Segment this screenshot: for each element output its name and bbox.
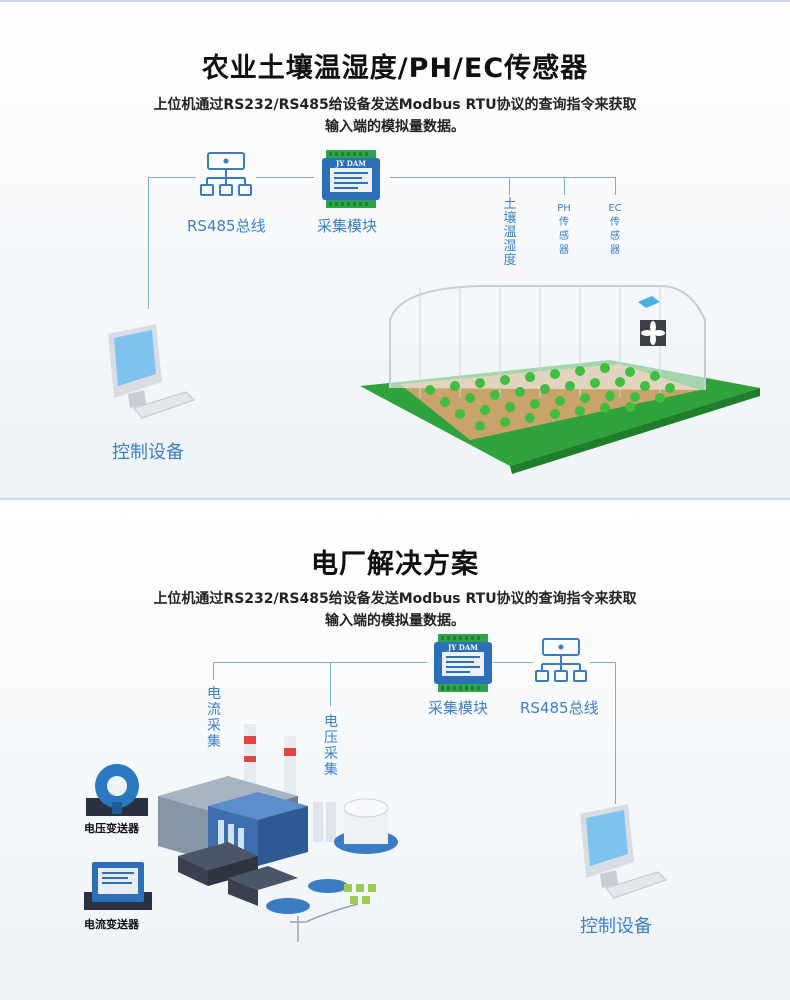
greenhouse-illustration [360, 285, 760, 474]
description-line-1: 上位机通过RS232/RS485给设备发送Modbus RTU协议的查询指令来获… [153, 97, 637, 113]
voltage-collect-label: 电压采集 [324, 714, 338, 778]
network-icon [535, 638, 587, 682]
module-brand: JY DAM [447, 643, 478, 652]
ph-sensor-label: PH传感器 [557, 203, 571, 256]
current-transmitter-icon [84, 862, 152, 910]
computer-icon [108, 324, 195, 419]
connector-line [148, 177, 149, 309]
connector-line [148, 177, 196, 178]
control-device-label: 控制设备 [112, 442, 184, 463]
rs485-bus-label: RS485总线 [520, 699, 599, 717]
connector-line [590, 662, 616, 663]
connector-line [509, 177, 510, 195]
current-collect-label: 电流采集 [207, 686, 221, 750]
connector-line [330, 662, 331, 706]
section-description: 上位机通过RS232/RS485给设备发送Modbus RTU协议的查询指令来获… [120, 588, 670, 632]
description-line-2: 输入端的模拟量数据。 [325, 613, 465, 629]
section-description: 上位机通过RS232/RS485给设备发送Modbus RTU协议的查询指令来获… [120, 94, 670, 138]
description-line-2: 输入端的模拟量数据。 [325, 119, 465, 135]
connector-line [564, 177, 565, 195]
connector-line [213, 662, 214, 680]
connector-line [615, 177, 616, 195]
voltage-transmitter-label: 电压变送器 [84, 822, 139, 835]
ec-sensor-label: EC传感器 [608, 203, 622, 256]
description-line-1: 上位机通过RS232/RS485给设备发送Modbus RTU协议的查询指令来获… [153, 591, 637, 607]
module-brand: JY DAM [335, 159, 366, 168]
current-transmitter-label: 电流变送器 [84, 918, 139, 931]
module-label: 采集模块 [428, 699, 489, 717]
rs485-bus-label: RS485总线 [187, 217, 266, 235]
power-plant-illustration [158, 724, 398, 942]
soil-sensor-label: 土壤温湿度 [503, 197, 517, 268]
connector-line [615, 662, 616, 804]
connector-line [213, 662, 427, 663]
connector-line [256, 177, 314, 178]
connector-line [390, 177, 616, 178]
section-title: 农业土壤温湿度/PH/EC传感器 [201, 53, 589, 84]
module-label: 采集模块 [317, 217, 378, 235]
computer-icon [580, 804, 667, 899]
agri-section: 农业土壤温湿度/PH/EC传感器 上位机通过RS232/RS485给设备发送Mo… [0, 0, 790, 498]
connector-line [493, 662, 533, 663]
section-title: 电厂解决方案 [311, 549, 479, 580]
control-device-label: 控制设备 [580, 916, 652, 937]
network-icon [200, 152, 252, 196]
acquisition-module-icon: JY DAM [322, 150, 380, 208]
acquisition-module-icon: JY DAM [434, 634, 492, 692]
voltage-transmitter-icon [86, 764, 148, 816]
power-plant-section: 电厂解决方案 上位机通过RS232/RS485给设备发送Modbus RTU协议… [0, 498, 790, 1000]
